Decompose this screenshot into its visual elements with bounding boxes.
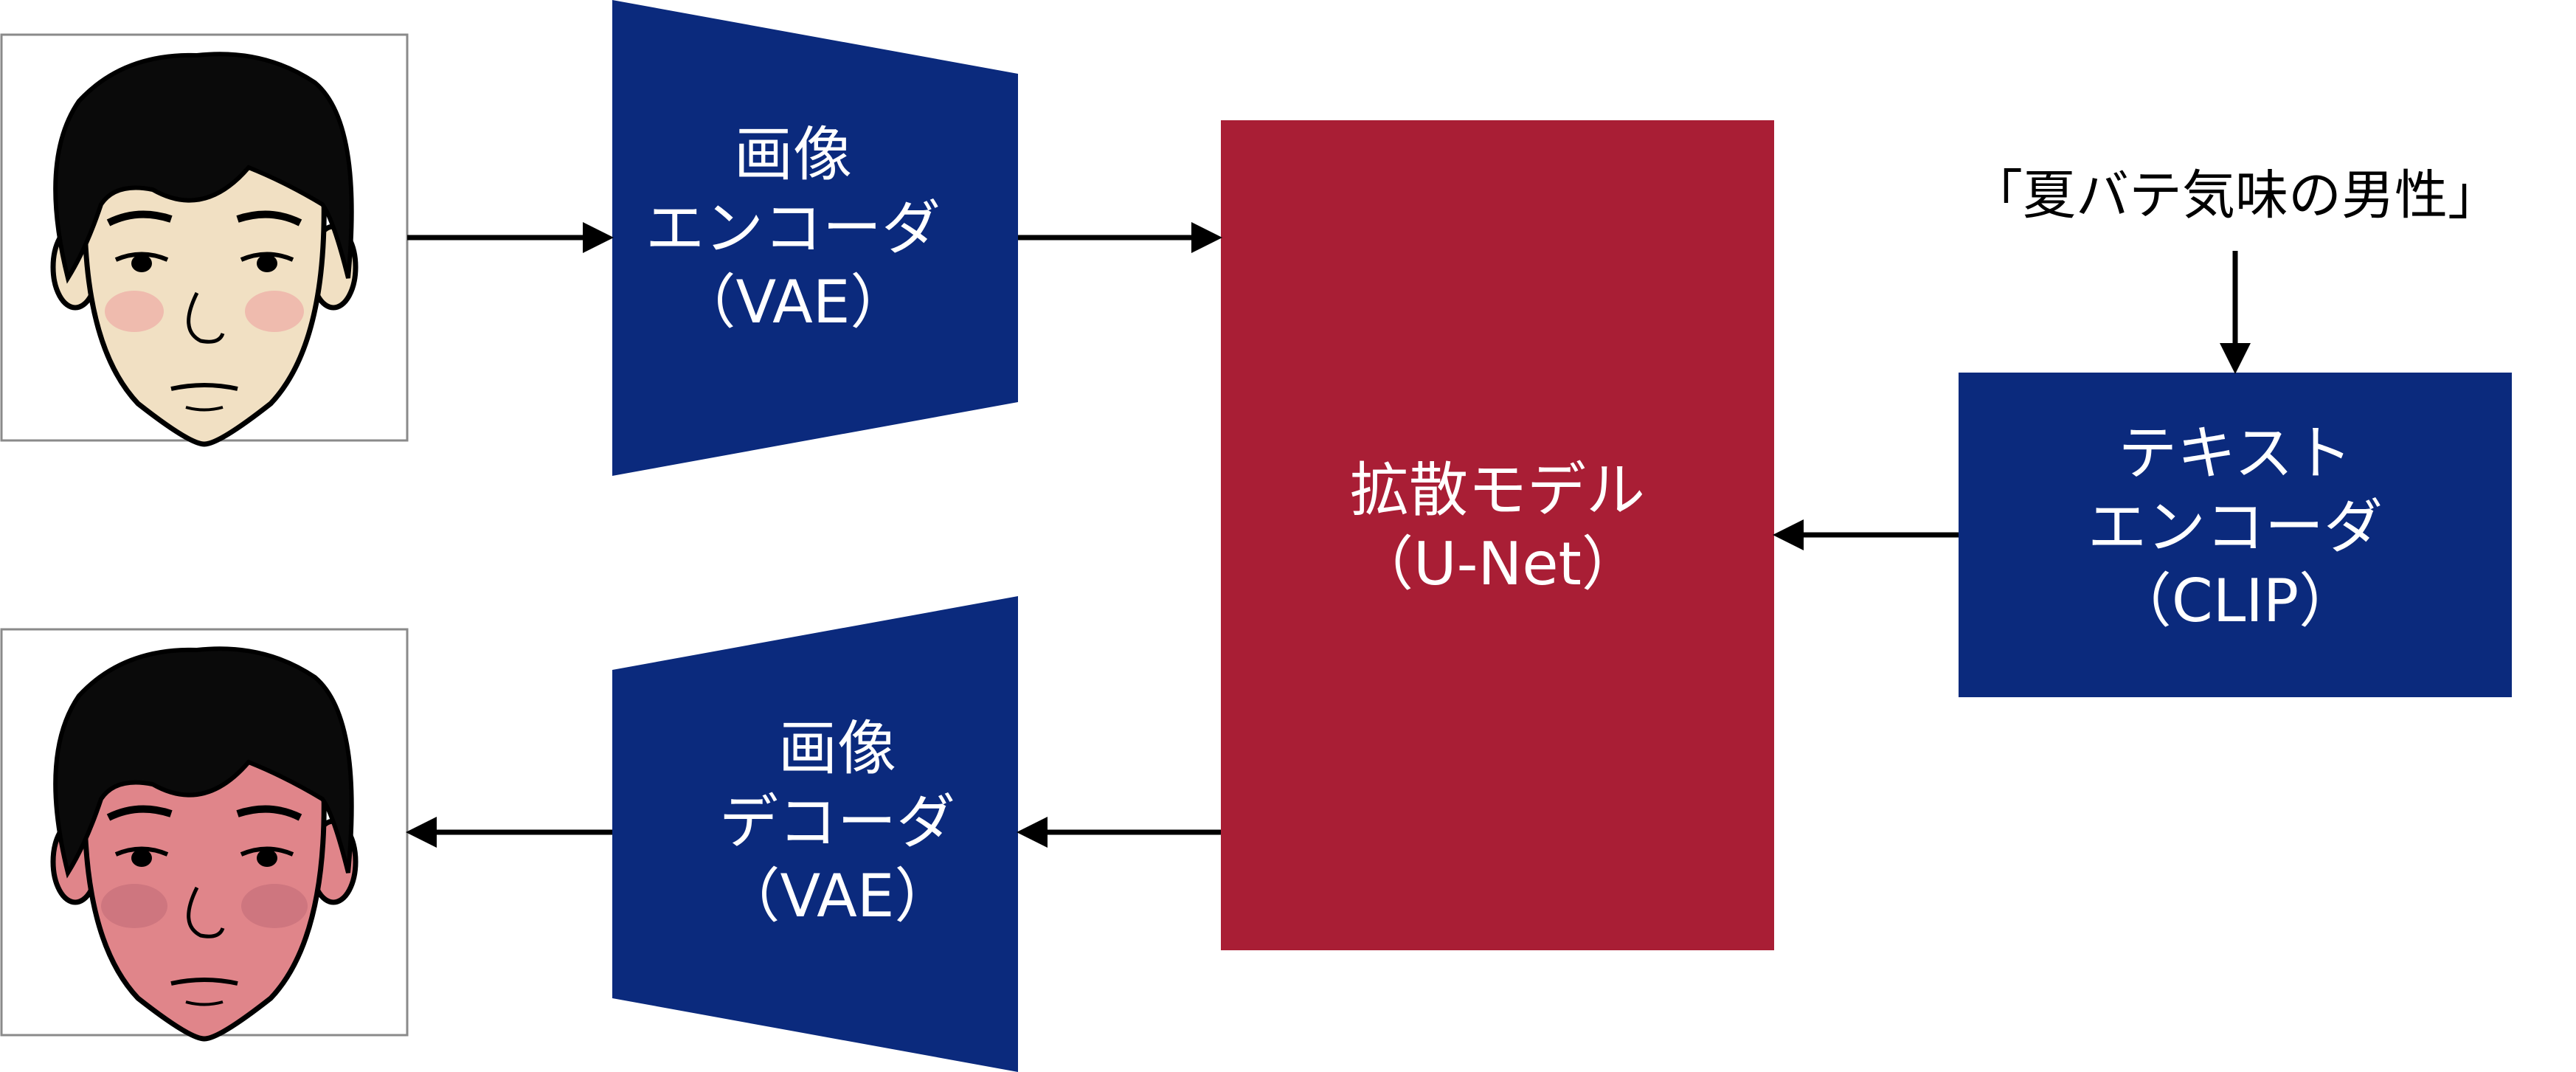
diffusion-line2: （U-Net） [1354,530,1641,598]
image-encoder-block: 画像 エンコーダ （VAE） [612,0,1018,476]
input-face-image [0,33,409,444]
image-decoder-shape [612,596,1018,1072]
image-encoder-shape [612,0,1018,476]
encoder-line1: 画像 [734,120,852,189]
prompt-text: 「夏バテ気味の男性」 [1970,165,2501,226]
diffusion-model-block: 拡散モデル （U-Net） [1221,120,1774,950]
face-flushed-icon [53,649,356,1039]
encoder-line3: （VAE） [677,268,910,336]
diffusion-line1: 拡散モデル [1350,456,1645,525]
text-encoder-line3: （CLIP） [2113,567,2358,635]
text-encoder-line2: エンコーダ [2088,493,2383,561]
decoder-line3: （VAE） [721,862,954,930]
diffusion-model-shape [1221,120,1774,950]
decoder-line2: デコーダ [719,788,955,857]
text-encoder-shape [1959,373,2512,697]
output-face-image [0,628,409,1039]
image-decoder-block: 画像 デコーダ （VAE） [612,596,1018,1072]
face-normal-icon [53,54,356,444]
encoder-line2: エンコーダ [645,194,941,263]
text-encoder-line1: テキスト [2118,419,2352,488]
text-encoder-block: テキスト エンコーダ （CLIP） [1959,373,2512,697]
decoder-line1: 画像 [778,714,896,783]
